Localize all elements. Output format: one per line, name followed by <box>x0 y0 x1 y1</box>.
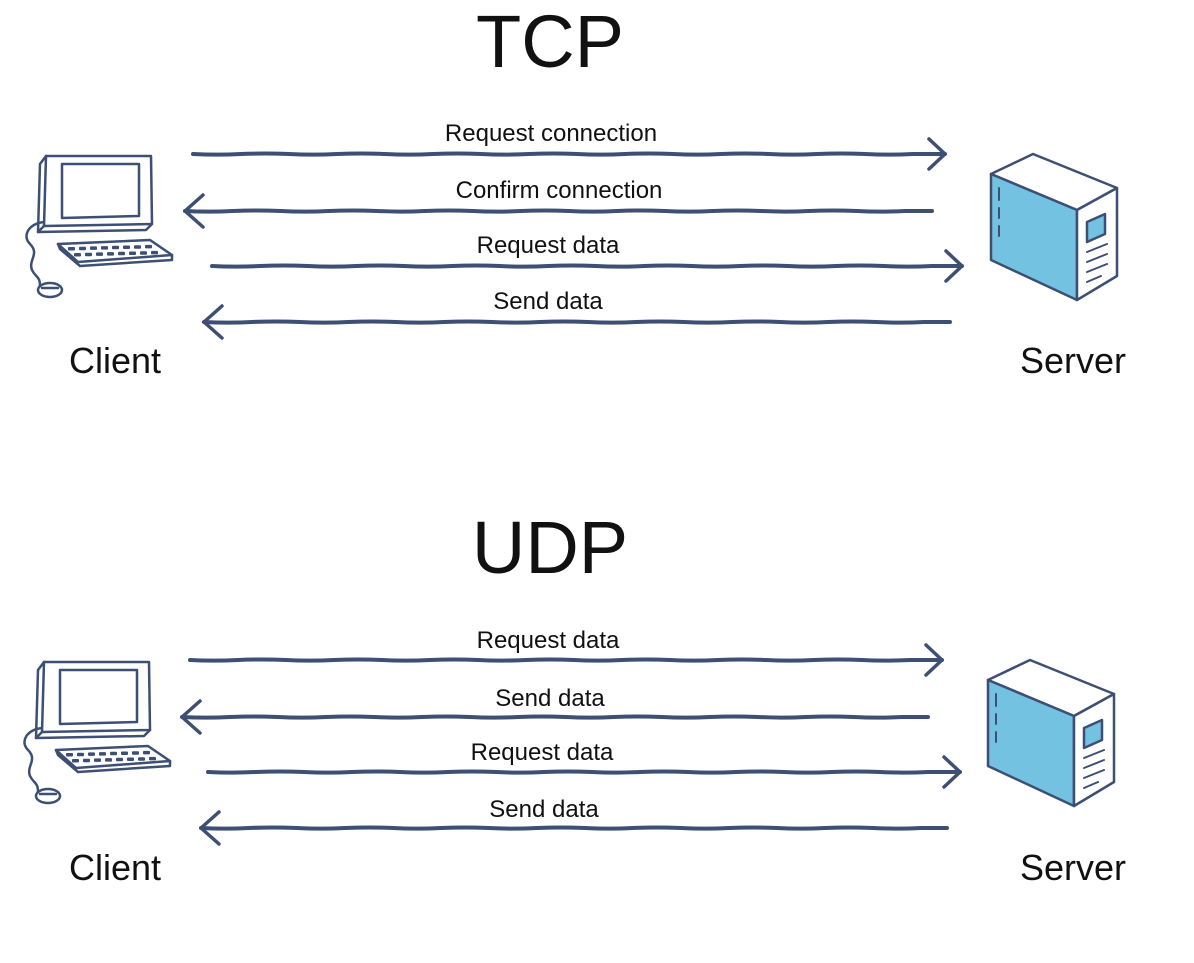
server-label: Server <box>1020 847 1127 888</box>
arrow-to-client <box>180 699 930 735</box>
arrow-to-server <box>188 643 944 677</box>
arrow-to-client <box>202 304 952 340</box>
computer-icon <box>25 154 174 299</box>
client-label: Client <box>69 847 162 888</box>
message-label: Request data <box>476 627 620 654</box>
server-icon <box>986 658 1116 808</box>
udp-section: UDP Request data Send data Request data … <box>0 506 1194 963</box>
message-label: Request data <box>470 739 614 766</box>
client-label: Client <box>69 340 162 381</box>
server-icon <box>989 152 1119 302</box>
arrow-to-server <box>191 137 947 171</box>
protocol-title: UDP <box>471 506 629 589</box>
arrow-to-client <box>183 193 934 229</box>
arrow-to-server <box>206 755 962 789</box>
message-label: Request connection <box>444 120 658 147</box>
message-label: Send data <box>489 796 599 823</box>
protocol-title: TCP <box>476 0 624 83</box>
arrow-to-client <box>199 810 949 846</box>
message-label: Send data <box>493 288 603 315</box>
server-label: Server <box>1020 340 1127 381</box>
computer-icon <box>23 660 172 805</box>
arrow-to-server <box>210 249 964 283</box>
message-label: Send data <box>495 685 605 712</box>
message-label: Request data <box>476 232 620 259</box>
message-label: Confirm connection <box>455 177 663 204</box>
tcp-section: TCP Request connection Confirm connectio… <box>0 0 1194 457</box>
